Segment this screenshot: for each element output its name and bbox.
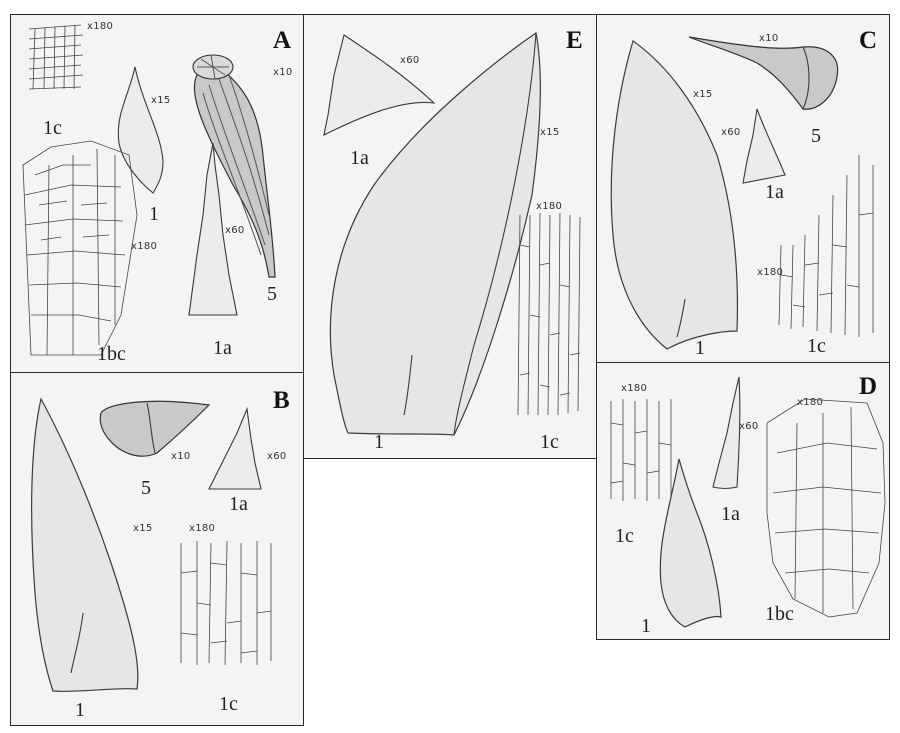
panel-a-1a-magnification: x60 [225,225,245,236]
panel-e-drawings [323,31,581,436]
panel-a-1c-magnification: x180 [87,21,114,32]
panel-a-drawings [22,24,276,356]
panel-e-leaf-1 [329,31,541,436]
panel-c: C x10 5 x15 1 x60 1a x180 1c [596,14,890,363]
panel-d-1a-label: 1a [721,503,740,525]
panel-e-1-label: 1 [374,431,384,453]
panel-c-leaf-1 [610,40,739,350]
panel-a: A x180 1c x15 1 x10 5 x180 1bc x60 1a [10,14,304,373]
panel-d-1bc-label: 1bc [765,603,794,625]
panel-d-drawings [610,376,886,628]
panel-e-1c-cells [517,212,581,416]
panel-b-leaf-1 [31,397,139,692]
panel-b-drawings [31,397,272,692]
panel-d: D x180 1c x60 1a x180 1bc 1 [596,362,890,640]
panel-c-1c-cells [778,155,874,337]
panel-d-1bc-cells [766,398,886,618]
panel-e-1c-magnification: x180 [536,201,563,212]
panel-d-1bc-magnification: x180 [797,397,824,408]
panel-d-1-label: 1 [641,615,651,637]
panel-b-1-label: 1 [75,699,85,721]
panel-a-capsule-5 [192,54,276,278]
panel-b-letter: B [273,387,290,414]
panel-a-1c-label: 1c [43,117,62,139]
panel-b: B x15 1 x10 5 x60 1a x180 1c [10,372,304,726]
panel-c-5-label: 5 [811,125,821,147]
panel-c-leaf-tip-1a [742,108,786,184]
panel-a-1bc-cells [22,140,138,356]
panel-c-1a-label: 1a [765,181,784,203]
panel-c-capsule-5 [688,36,839,110]
panel-b-1c-magnification: x180 [189,523,216,534]
panel-e-1-magnification: x15 [540,127,560,138]
panel-d-1c-cells [610,399,672,501]
panel-d-letter: D [859,373,878,400]
panel-a-1c-cells [28,24,84,90]
panel-a-1-label: 1 [149,203,159,225]
panel-a-1bc-label: 1bc [97,343,126,365]
panel-d-leaf-tip-1a [712,376,741,490]
panel-c-drawings [610,36,874,350]
panel-e-1a-magnification: x60 [400,55,420,66]
panel-c-1-magnification: x15 [693,89,713,100]
panel-c-5-magnification: x10 [759,33,779,44]
panel-b-1a-label: 1a [229,493,248,515]
panel-b-1-magnification: x15 [133,523,153,534]
panel-d-1a-magnification: x60 [739,421,759,432]
panel-c-letter: C [859,27,878,54]
panel-e-letter: E [566,27,583,54]
panel-e: E x60 1a x15 1 x180 1c [303,14,597,459]
panel-c-1a-magnification: x60 [721,127,741,138]
panel-b-5-magnification: x10 [171,451,191,462]
panel-c-1-label: 1 [695,337,705,359]
panel-c-1c-magnification: x180 [757,267,784,278]
panel-e-1c-label: 1c [540,431,559,453]
panel-d-1c-magnification: x180 [621,383,648,394]
panel-c-1c-label: 1c [807,335,826,357]
panel-e-1a-label: 1a [350,147,369,169]
panel-a-5-magnification: x10 [273,67,293,78]
panel-a-leaf-1 [117,66,164,194]
panel-a-5-label: 5 [267,283,277,305]
panel-d-1c-label: 1c [615,525,634,547]
panel-a-1bc-magnification: x180 [131,241,158,252]
panel-a-leaf-tip-1a [188,142,238,316]
panel-b-1c-cells [180,540,272,666]
panel-d-leaf-1 [659,458,722,628]
panel-b-1c-label: 1c [219,693,238,715]
panel-e-leaf-tip-1a [323,34,436,136]
panel-b-leaf-tip-1a [208,406,262,490]
panel-b-5-label: 5 [141,477,151,499]
panel-b-1a-magnification: x60 [267,451,287,462]
panel-a-letter: A [273,27,292,54]
panel-a-1-magnification: x15 [151,95,171,106]
panel-b-capsule-5 [99,400,211,457]
panel-a-1a-label: 1a [213,337,232,359]
